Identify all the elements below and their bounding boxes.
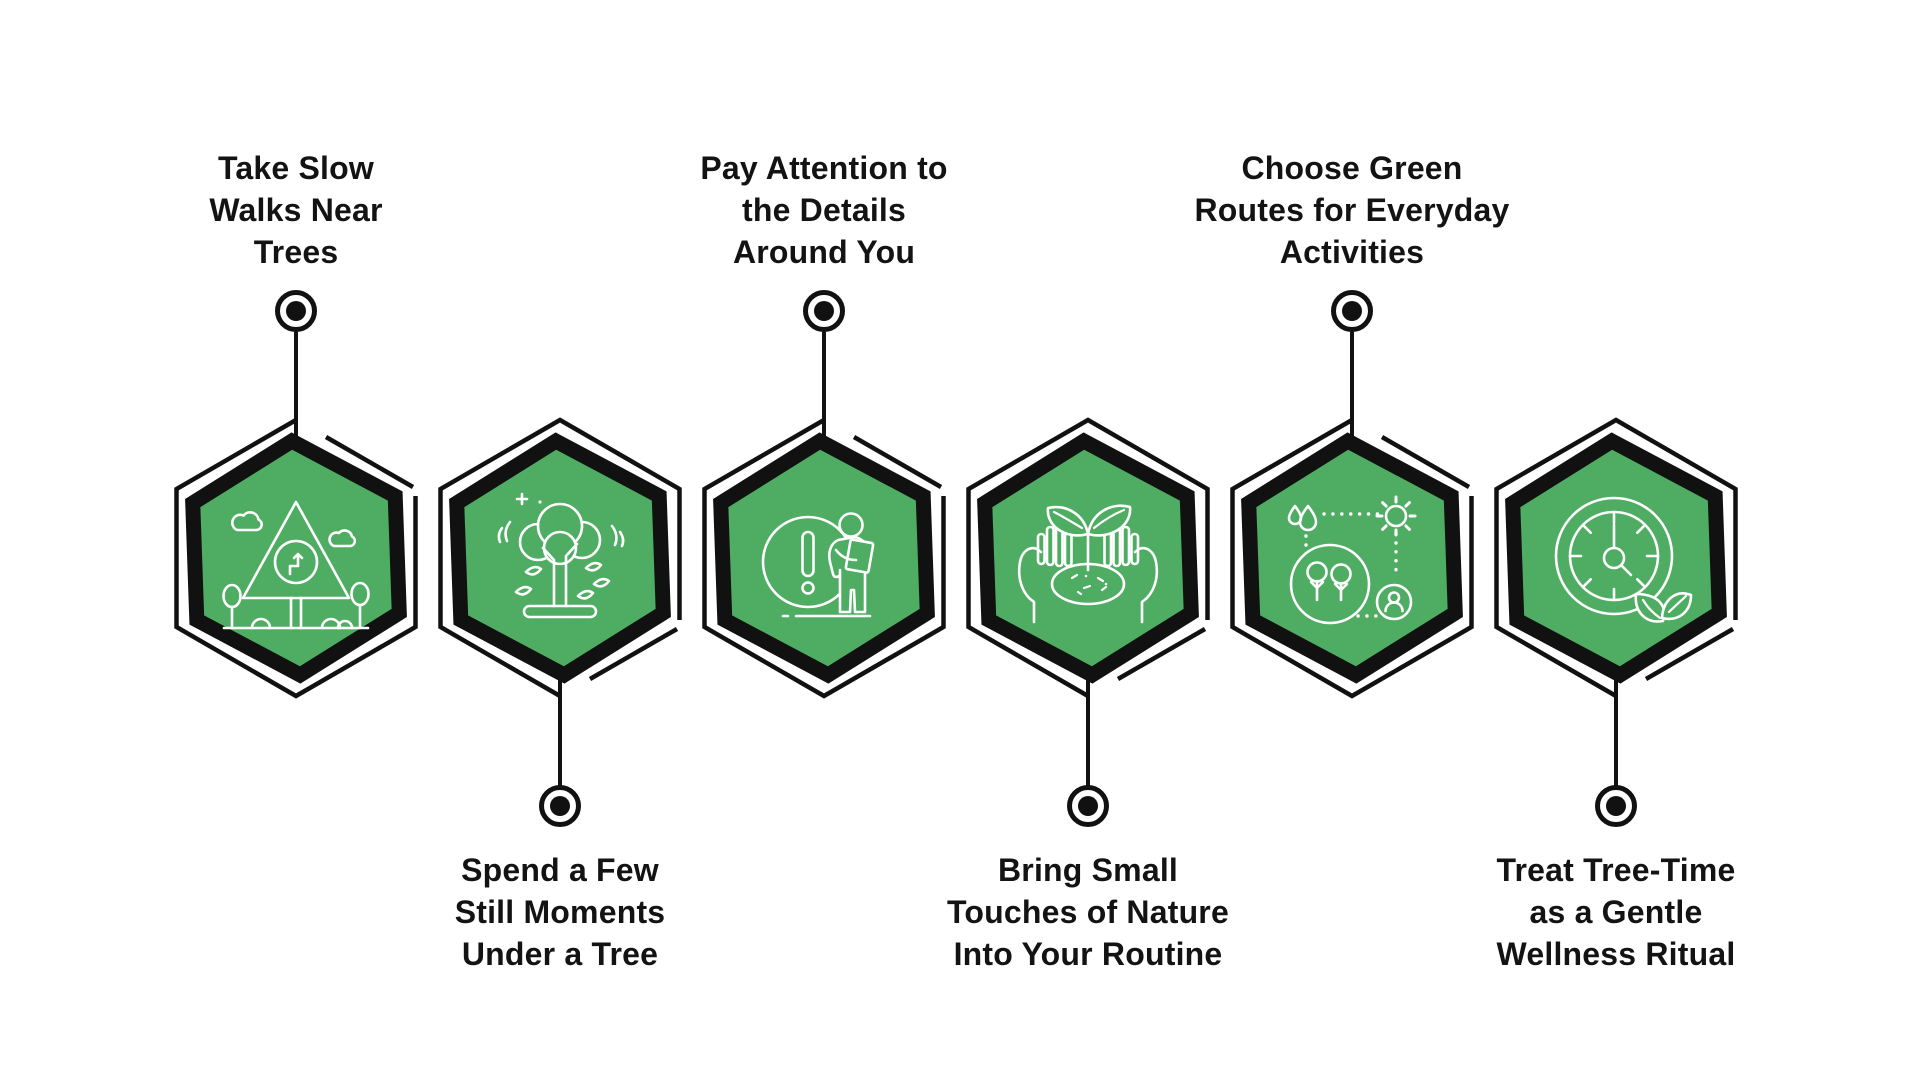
hexagon-badge — [1230, 418, 1474, 699]
connector-dot — [803, 290, 845, 332]
step-label: Spend a Few Still Moments Under a Tree — [454, 852, 666, 972]
hexagon-badge — [702, 418, 946, 699]
step-5: Choose Green Routes for Everyday Activit… — [1194, 0, 1509, 1080]
connector-line — [557, 672, 563, 786]
attention-observer-icon — [761, 512, 875, 618]
hexagon-badge — [174, 418, 418, 699]
step-label: Choose Green Routes for Everyday Activit… — [1194, 150, 1510, 270]
dot-icon — [1606, 796, 1626, 816]
connector-line — [293, 331, 299, 443]
dot-icon — [286, 301, 306, 321]
connector-dot — [275, 290, 317, 332]
connector-dot — [1595, 785, 1637, 827]
hexagon-badge — [438, 417, 682, 698]
step-label: Bring Small Touches of Nature Into Your … — [947, 852, 1229, 972]
step-label: Take Slow Walks Near Trees — [209, 150, 383, 270]
connector-dot — [1331, 290, 1373, 332]
clock-leaf-icon — [1554, 496, 1693, 623]
connector-line — [1613, 672, 1619, 786]
dot-icon — [550, 796, 570, 816]
connector-dot — [1067, 785, 1109, 827]
step-2: Spend a Few Still Moments Under a Tree — [410, 0, 710, 1080]
trail-sign-icon — [222, 500, 370, 630]
connector-line — [1349, 331, 1355, 443]
windy-tree-icon — [497, 492, 625, 619]
dot-icon — [1078, 796, 1098, 816]
green-route-cycle-icon — [1287, 495, 1417, 625]
step-6: Treat Tree-Time as a Gentle Wellness Rit… — [1466, 0, 1766, 1080]
step-4: Bring Small Touches of Nature Into Your … — [938, 0, 1238, 1080]
step-1: Take Slow Walks Near Trees — [146, 0, 446, 1080]
step-label: Pay Attention to the Details Around You — [700, 150, 948, 270]
connector-line — [821, 331, 827, 443]
connector-dot — [539, 785, 581, 827]
hexagon-badge — [966, 417, 1210, 698]
hexagon-badge — [1494, 417, 1738, 698]
step-3: Pay Attention to the Details Around You — [674, 0, 974, 1080]
step-label: Treat Tree-Time as a Gentle Wellness Rit… — [1496, 852, 1736, 972]
dot-icon — [1342, 301, 1362, 321]
connector-line — [1085, 672, 1091, 786]
dot-icon — [814, 301, 834, 321]
hands-seedling-icon — [1017, 504, 1159, 624]
